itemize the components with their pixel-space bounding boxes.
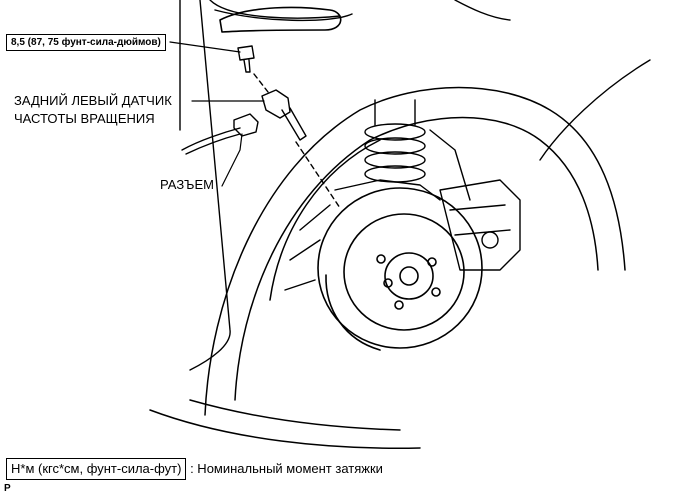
legend-units-box: Н*м (кгс*см, фунт-сила-фут) — [6, 458, 187, 480]
speed-sensor-assembly — [181, 45, 341, 209]
door-handle — [219, 6, 342, 33]
connector-leader — [221, 133, 243, 187]
wheel-arch — [149, 86, 626, 449]
torque-spec-callout: 8,5 (87, 75 фунт-сила-дюймов) — [6, 34, 166, 51]
sensor-label-line2: ЧАСТОТЫ ВРАЩЕНИЯ — [14, 111, 155, 126]
torque-leader — [169, 41, 241, 53]
install-path-dashed — [253, 73, 341, 209]
rear-left-speed-sensor-label: ЗАДНИЙ ЛЕВЫЙ ДАТЧИК ЧАСТОТЫ ВРАЩЕНИЯ — [14, 92, 172, 128]
leader-lines — [169, 41, 265, 187]
connector-body — [233, 113, 259, 137]
sensor-wire — [181, 127, 241, 155]
mounting-bolt — [237, 45, 255, 73]
car-body — [179, 0, 651, 371]
sensor-label-line1: ЗАДНИЙ ЛЕВЫЙ ДАТЧИК — [14, 93, 172, 108]
legend-description: : Номинальный момент затяжки — [190, 461, 383, 476]
connector-label: РАЗЪЕМ — [160, 177, 214, 192]
figure-code: P — [4, 483, 11, 494]
brake-caliper — [284, 179, 521, 291]
brake-disc — [317, 187, 483, 351]
speed-sensor-body — [261, 89, 307, 141]
torque-legend: Н*м (кгс*см, фунт-сила-фут) : Номинальны… — [6, 458, 383, 480]
coil-spring — [364, 99, 471, 201]
